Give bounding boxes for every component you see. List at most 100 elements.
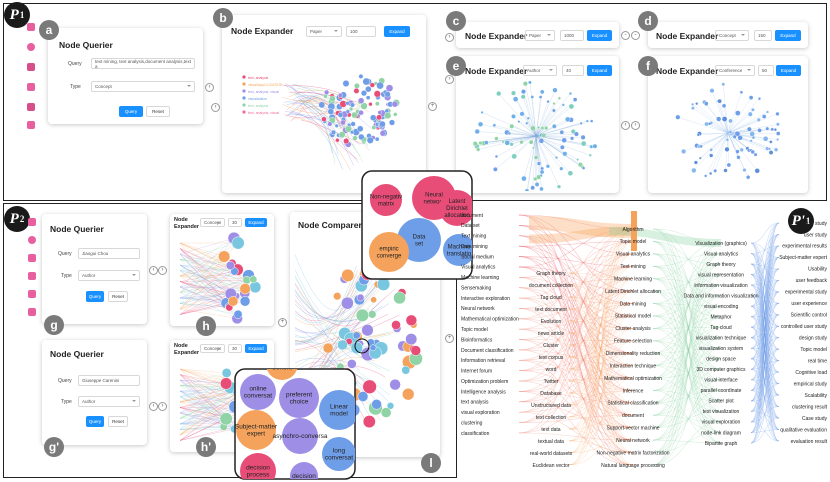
node[interactable]: [231, 236, 245, 250]
node[interactable]: [484, 140, 489, 145]
node[interactable]: [341, 268, 355, 282]
sankey-left-label[interactable]: Social medium: [461, 254, 494, 260]
node[interactable]: [492, 166, 498, 172]
node[interactable]: [695, 102, 699, 106]
node[interactable]: [753, 152, 758, 157]
node[interactable]: [721, 103, 727, 109]
sankey-left-label[interactable]: Bioinformatics: [461, 337, 493, 343]
link-icon[interactable]: ›: [631, 121, 640, 130]
node[interactable]: [356, 293, 365, 302]
node[interactable]: [373, 90, 381, 98]
node[interactable]: [389, 378, 401, 391]
sankey-right-label[interactable]: visual interface: [704, 378, 738, 384]
sankey-hub-label[interactable]: Data mining: [620, 301, 647, 307]
sankey-mid-label[interactable]: Unstructured data: [531, 403, 571, 409]
sankey-outcome-label[interactable]: qualitative evaluation: [780, 427, 827, 433]
node[interactable]: [476, 147, 481, 152]
sankey-mid-label[interactable]: text data: [541, 427, 560, 433]
node[interactable]: [504, 140, 511, 146]
sankey-hub-label[interactable]: Feature selection: [614, 339, 653, 345]
node[interactable]: [511, 113, 516, 119]
node[interactable]: [384, 112, 392, 120]
sankey-right-label[interactable]: Scatter plot: [708, 399, 734, 405]
node[interactable]: [559, 130, 565, 135]
count-input[interactable]: 50: [758, 65, 774, 76]
node[interactable]: [751, 135, 756, 140]
prev-icon[interactable]: ›: [445, 33, 454, 42]
node[interactable]: [675, 114, 681, 120]
node[interactable]: [327, 121, 333, 127]
sankey-right-label[interactable]: Data and information visualization: [683, 293, 758, 299]
sankey-hub-label[interactable]: Support-vector machine: [606, 426, 659, 432]
type-select[interactable]: Conference: [715, 65, 755, 76]
node[interactable]: [345, 109, 350, 114]
node[interactable]: [592, 143, 598, 149]
node[interactable]: [353, 82, 360, 89]
node[interactable]: [579, 121, 583, 125]
node[interactable]: [512, 96, 519, 102]
node[interactable]: [532, 146, 535, 150]
node[interactable]: [736, 155, 741, 160]
node[interactable]: [739, 90, 744, 95]
sankey-right-label[interactable]: Graph theory: [706, 262, 736, 268]
node[interactable]: [370, 296, 377, 304]
reset-button[interactable]: Reset: [146, 106, 170, 117]
sankey-right-label[interactable]: Metaphor: [710, 314, 731, 320]
node[interactable]: [762, 136, 769, 142]
node[interactable]: [341, 296, 354, 310]
sankey-outcome-label[interactable]: empirical study: [794, 381, 828, 387]
node[interactable]: [704, 121, 709, 127]
node[interactable]: [770, 127, 775, 132]
type-select[interactable]: Author: [523, 65, 557, 76]
node[interactable]: [343, 138, 350, 145]
sankey-right-label[interactable]: text visualization: [703, 409, 740, 415]
node[interactable]: [362, 379, 377, 394]
query-input[interactable]: text mining, text analysis,document anal…: [91, 58, 195, 69]
node[interactable]: [709, 153, 714, 158]
node[interactable]: [561, 137, 567, 143]
node[interactable]: [371, 399, 382, 410]
node[interactable]: [749, 139, 753, 143]
type-select[interactable]: Author: [78, 270, 140, 281]
node[interactable]: [379, 130, 386, 137]
graph-icon[interactable]: [28, 218, 36, 226]
node[interactable]: [552, 102, 556, 106]
node[interactable]: [352, 331, 361, 340]
sankey-outcome-label[interactable]: controlled user study: [781, 324, 828, 330]
node[interactable]: [754, 168, 760, 174]
node[interactable]: [331, 129, 337, 135]
node[interactable]: [517, 120, 521, 124]
sankey-right-label[interactable]: visualization technique: [696, 336, 747, 342]
node[interactable]: [348, 106, 354, 112]
node[interactable]: [559, 166, 564, 171]
type-select[interactable]: Paper: [525, 30, 555, 41]
sankey-mid-label[interactable]: real-world datasets: [530, 451, 573, 457]
sankey-mid-label[interactable]: Database: [540, 391, 562, 397]
expand-button[interactable]: Expand: [245, 218, 267, 227]
sankey-hub-label[interactable]: Inference: [623, 388, 644, 394]
sankey-right-label[interactable]: Visualization (graphics): [695, 241, 747, 247]
node[interactable]: [534, 182, 540, 187]
node[interactable]: [734, 130, 741, 137]
node[interactable]: [735, 110, 741, 116]
search-icon[interactable]: [28, 254, 36, 262]
node[interactable]: [355, 308, 369, 322]
node[interactable]: [724, 146, 730, 152]
node[interactable]: [681, 148, 687, 154]
node[interactable]: [384, 91, 391, 98]
sankey-hub-label[interactable]: Visual analytics: [616, 252, 651, 258]
node[interactable]: [546, 99, 550, 104]
sankey-left-label[interactable]: Neural network: [461, 306, 495, 312]
sankey-hub-label[interactable]: Latent Dirichlet allocation: [605, 289, 661, 295]
sankey-left-label[interactable]: Data mining: [461, 244, 488, 250]
node[interactable]: [361, 324, 374, 337]
prev-icon[interactable]: ‹: [205, 83, 214, 92]
sankey-outcome-label[interactable]: real time: [808, 358, 827, 364]
sankey-right-label[interactable]: visual representation: [698, 272, 744, 278]
node[interactable]: [773, 147, 779, 152]
node[interactable]: [380, 407, 392, 418]
node[interactable]: [388, 119, 396, 126]
count-input[interactable]: 30: [228, 344, 242, 353]
graph-icon[interactable]: [27, 23, 35, 31]
